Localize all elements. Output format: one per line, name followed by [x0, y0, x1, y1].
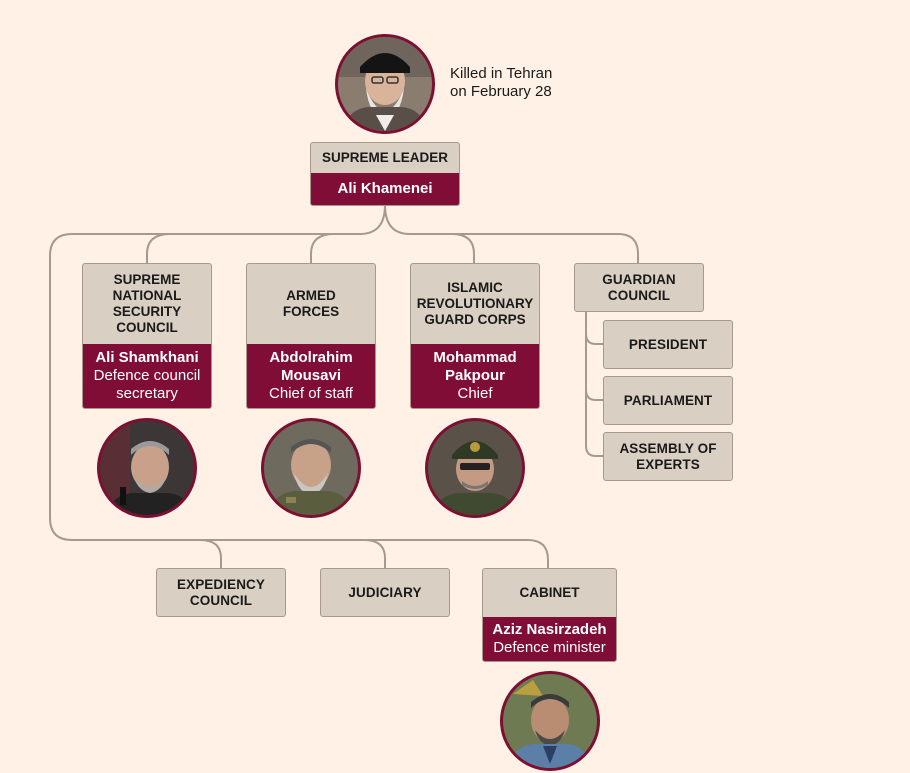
armed-forces-person-block: Abdolrahim Mousavi Chief of staff [247, 344, 375, 408]
supreme-leader-name-block: Ali Khamenei [311, 173, 459, 205]
snsc-role: Defence council secretary [93, 367, 201, 402]
cabinet-name: Aziz Nasirzadeh [492, 621, 607, 638]
supreme-leader-title: SUPREME LEADER [321, 150, 448, 165]
irgc-person-block: Mohammad Pakpour Chief [411, 344, 539, 408]
president-box: PRESIDENT [603, 320, 733, 369]
snsc-name: Ali Shamkhani [95, 349, 199, 366]
irgc-name: Mohammad Pakpour [433, 349, 517, 384]
expediency-council-box: EXPEDIENCY COUNCIL [156, 568, 286, 617]
armed-forces-role: Chief of staff [269, 385, 353, 402]
nasirzadeh-portrait [500, 671, 600, 771]
cabinet-title: CABINET [519, 585, 580, 600]
snsc-person-block: Ali Shamkhani Defence council secretary [83, 344, 211, 408]
khamenei-portrait [335, 34, 435, 134]
armed-forces-card: ARMED FORCES Abdolrahim Mousavi Chief of… [246, 263, 376, 409]
guardian-council-box: GUARDIAN COUNCIL [574, 263, 704, 312]
irgc-role: Chief [457, 385, 493, 402]
irgc-card: ISLAMIC REVOLUTIONARY GUARD CORPS Mohamm… [410, 263, 540, 409]
cabinet-card: CABINET Aziz Nasirzadeh Defence minister [482, 568, 617, 662]
irgc-title: ISLAMIC REVOLUTIONARY GUARD CORPS [416, 280, 534, 327]
pakpour-portrait [425, 418, 525, 518]
assembly-of-experts-box: ASSEMBLY OF EXPERTS [603, 432, 733, 481]
snsc-title: SUPREME NATIONAL SECURITY COUNCIL [112, 272, 182, 335]
supreme-leader-card: SUPREME LEADER Ali Khamenei [310, 142, 460, 206]
mousavi-portrait [261, 418, 361, 518]
parliament-box: PARLIAMENT [603, 376, 733, 425]
supreme-leader-name: Ali Khamenei [337, 180, 433, 197]
armed-forces-title: ARMED FORCES [282, 288, 340, 319]
cabinet-person-block: Aziz Nasirzadeh Defence minister [483, 617, 616, 661]
cabinet-role: Defence minister [493, 639, 606, 656]
shamkhani-portrait [97, 418, 197, 518]
snsc-card: SUPREME NATIONAL SECURITY COUNCIL Ali Sh… [82, 263, 212, 409]
armed-forces-name: Abdolrahim Mousavi [269, 349, 353, 384]
top-note: Killed in Tehran on February 28 [450, 65, 553, 100]
judiciary-box: JUDICIARY [320, 568, 450, 617]
